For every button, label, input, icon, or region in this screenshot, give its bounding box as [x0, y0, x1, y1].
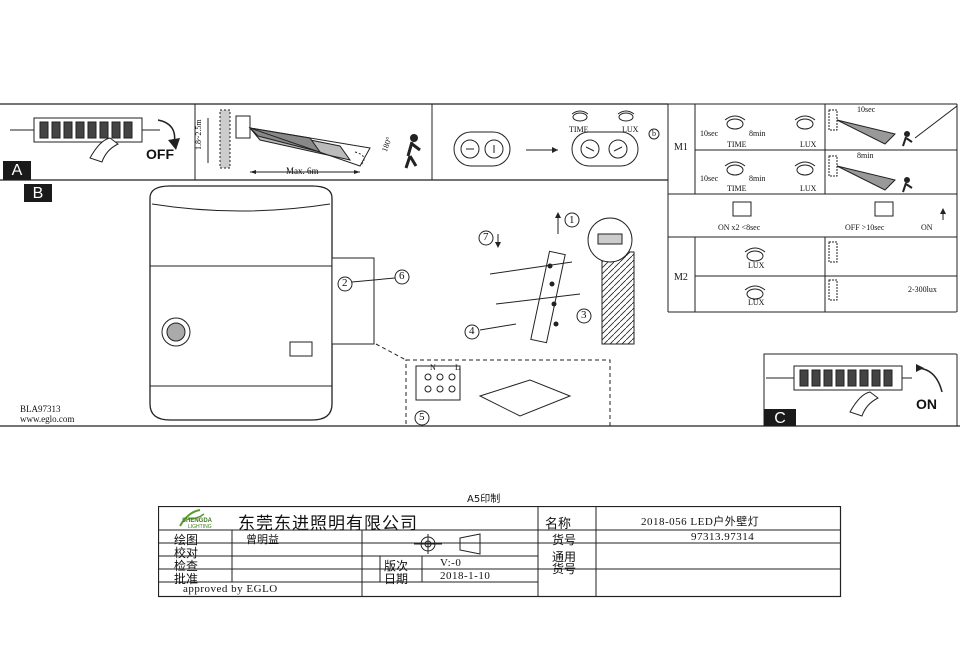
detection-range-diagram — [207, 109, 421, 174]
step-1: 1 — [569, 214, 575, 226]
off-label: OFF — [146, 146, 174, 162]
mode-m1-label: M1 — [674, 142, 688, 153]
panel-c-tag: C — [764, 409, 796, 427]
name-label: 名称 — [545, 517, 572, 532]
distance-label: Max. 6m — [286, 166, 319, 176]
m2-range-label: 2-300lux — [908, 285, 937, 294]
review-label: 检查 — [174, 559, 199, 573]
m1-row1-result: 10sec — [857, 105, 876, 114]
m2-lux2-label: LUX — [748, 298, 765, 307]
approved-by: approved by EGLO — [183, 583, 278, 595]
title-block-grid — [158, 506, 842, 598]
dial-time-label: TIME — [569, 125, 589, 134]
m1-row2-right: 8min — [749, 174, 766, 183]
step-5: 5 — [419, 411, 425, 423]
m1-row1-right: 8min — [749, 129, 766, 138]
sensor-dial-diagram — [453, 110, 660, 167]
step-4: 4 — [469, 325, 475, 337]
mode-m2-label: M2 — [674, 272, 688, 283]
company-logo — [179, 509, 205, 527]
general-label-2: 货号 — [552, 562, 577, 576]
switch-on-illustration — [766, 364, 943, 417]
m2-lux1-label: LUX — [748, 261, 765, 270]
height-label: 1.8~2.5m — [194, 119, 203, 150]
m1-row2-lux: LUX — [800, 184, 817, 193]
name-value: 2018-056 LED户外壁灯 — [641, 516, 760, 528]
m1-row1-left: 10sec — [700, 129, 719, 138]
item-value: 97313.97314 — [691, 531, 755, 543]
version-value: V:-0 — [440, 557, 462, 569]
step-2: 2 — [342, 277, 348, 289]
wire-n-label: N — [430, 363, 436, 372]
logo-text: SHENGDA — [182, 518, 213, 524]
m1-row2-time: TIME — [727, 184, 747, 193]
company-name: 东莞东进照明有限公司 — [238, 514, 418, 534]
mode-table-graphics — [724, 105, 957, 301]
switch-on-label: ON x2 <8sec — [718, 223, 761, 232]
on-label: ON — [916, 396, 937, 412]
switch-off-to-label: ON — [921, 223, 933, 232]
print-size-label: A5印制 — [467, 494, 501, 505]
fixture-installation-drawing — [149, 185, 635, 427]
panel-b-tag: B — [24, 184, 52, 202]
approve-label: 批准 — [174, 572, 199, 586]
circle-b-label: b — [652, 129, 656, 138]
m1-row2-result: 8min — [857, 151, 874, 160]
date-label: 日期 — [384, 572, 409, 586]
website: www.eglo.com — [20, 414, 75, 424]
item-label: 货号 — [552, 533, 577, 547]
dial-lux-label: LUX — [622, 125, 639, 134]
switch-off-label: OFF >10sec — [845, 223, 885, 232]
wire-l-label: L — [455, 363, 460, 372]
date-value: 2018-1-10 — [440, 570, 491, 582]
version-label: 版次 — [384, 559, 409, 573]
step-3: 3 — [581, 309, 587, 321]
m1-row1-lux: LUX — [800, 140, 817, 149]
logo-subtext: LIGHTING — [188, 524, 212, 530]
m1-row2-left: 10sec — [700, 174, 719, 183]
panel-a-tag: A — [3, 161, 31, 180]
model-number: BLA97313 — [20, 404, 61, 414]
step-7: 7 — [483, 231, 489, 243]
check-label: 校对 — [174, 546, 199, 560]
drawn-value: 曾明益 — [246, 533, 279, 546]
drawn-label: 绘图 — [174, 533, 199, 547]
general-label: 通用 — [552, 550, 577, 564]
step-6: 6 — [399, 270, 405, 282]
switch-off-illustration — [10, 117, 180, 163]
m1-row1-time: TIME — [727, 140, 747, 149]
